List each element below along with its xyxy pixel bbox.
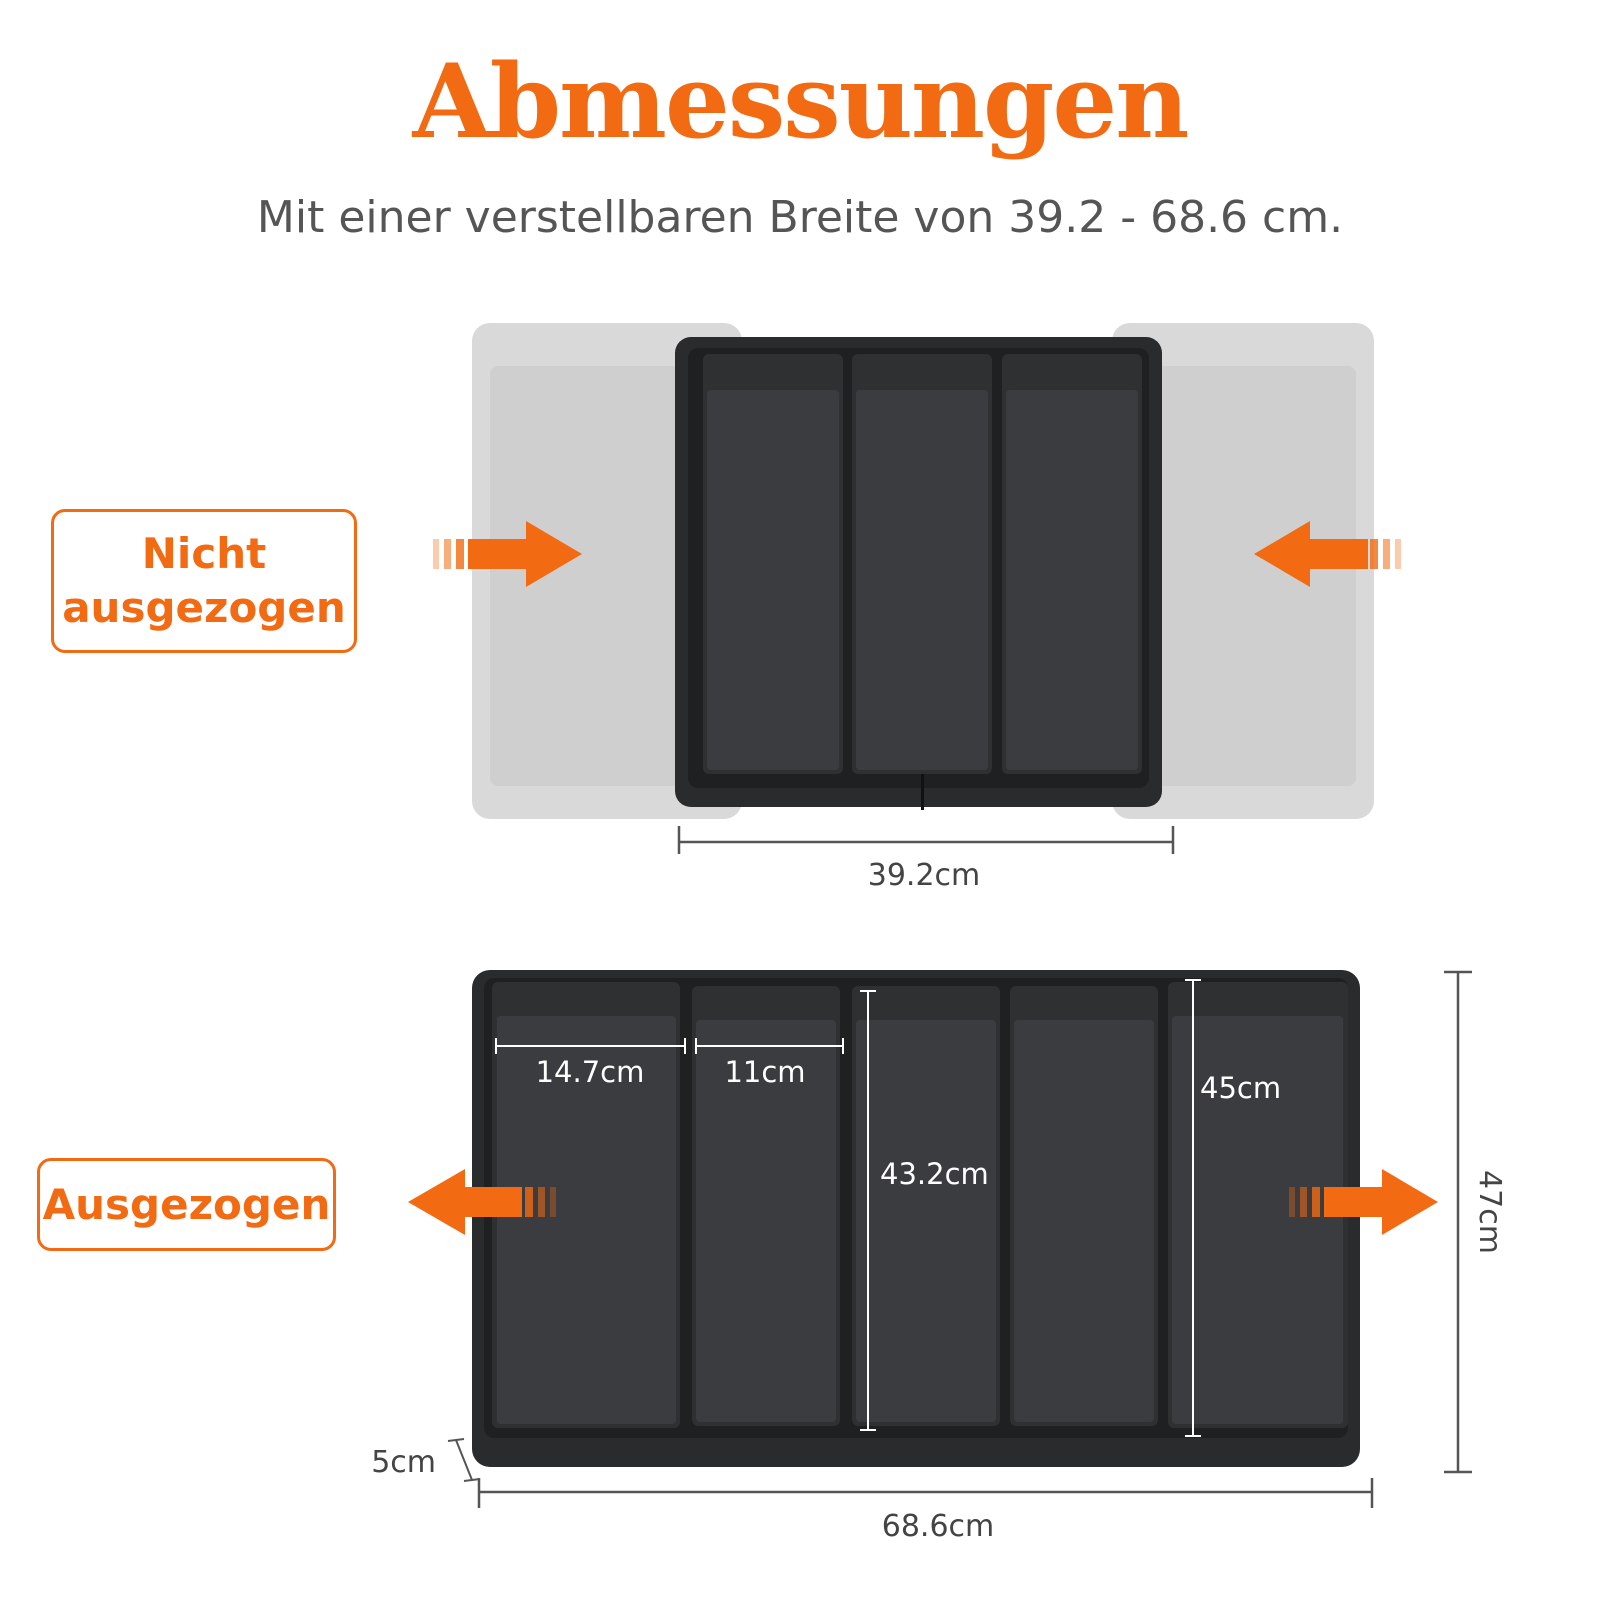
arrow-left-icon [1254, 521, 1401, 587]
closed-state-label: Nicht ausgezogen [51, 509, 357, 653]
open-width-dimension: 68.6cm [477, 1478, 1374, 1544]
open-state-label: Ausgezogen [37, 1158, 336, 1251]
page-subtitle: Mit einer verstellbaren Breite von 39.2 … [256, 192, 1344, 243]
outer-compartment-width-dimension: 14.7cm [495, 1038, 686, 1089]
outer-compartment-length-label: 45cm [1200, 1071, 1281, 1105]
closed-tray-compartment [1002, 354, 1142, 774]
compartment-length-label: 43.2cm [880, 1157, 989, 1191]
inner-compartment-width-label: 11cm [724, 1055, 805, 1089]
closed-tray-compartment [703, 354, 843, 774]
compartment-length-dimension: 43.2cm [860, 990, 989, 1431]
height-dimension: 5cm [371, 1438, 481, 1482]
arrow-left-icon [408, 1169, 556, 1235]
outer-compartment-width-label: 14.7cm [536, 1055, 645, 1089]
closed-width-label: 39.2cm [868, 858, 981, 893]
depth-dimension: 47cm [1444, 970, 1507, 1474]
open-tray-illustration: 14.7cm 11cm 43.2cm 45cm [371, 970, 1507, 1544]
open-tray-compartment [1010, 986, 1158, 1426]
page-title: Abmessungen [412, 42, 1190, 162]
closed-label-line1: Nicht [141, 529, 267, 578]
arrow-right-icon [1289, 1169, 1438, 1235]
inner-compartment-width-dimension: 11cm [695, 1038, 844, 1089]
open-tray-compartment [692, 986, 840, 1426]
arrow-right-icon [433, 521, 582, 587]
open-tray-compartment [1168, 982, 1348, 1428]
open-tray-compartment [492, 982, 680, 1428]
open-tray-compartment [852, 986, 1000, 1426]
ghost-extension-right [1112, 323, 1374, 819]
open-tray [472, 970, 1360, 1467]
closed-tray [675, 337, 1162, 810]
outer-compartment-length-dimension: 45cm [1185, 979, 1281, 1437]
closed-label-line2: ausgezogen [62, 583, 346, 632]
depth-label: 47cm [1472, 1170, 1507, 1254]
closed-width-dimension: 39.2cm [677, 826, 1175, 893]
height-label: 5cm [371, 1445, 436, 1480]
open-width-label: 68.6cm [882, 1509, 995, 1544]
closed-tray-compartment [852, 354, 992, 774]
closed-tray-illustration: 39.2cm [433, 323, 1401, 893]
